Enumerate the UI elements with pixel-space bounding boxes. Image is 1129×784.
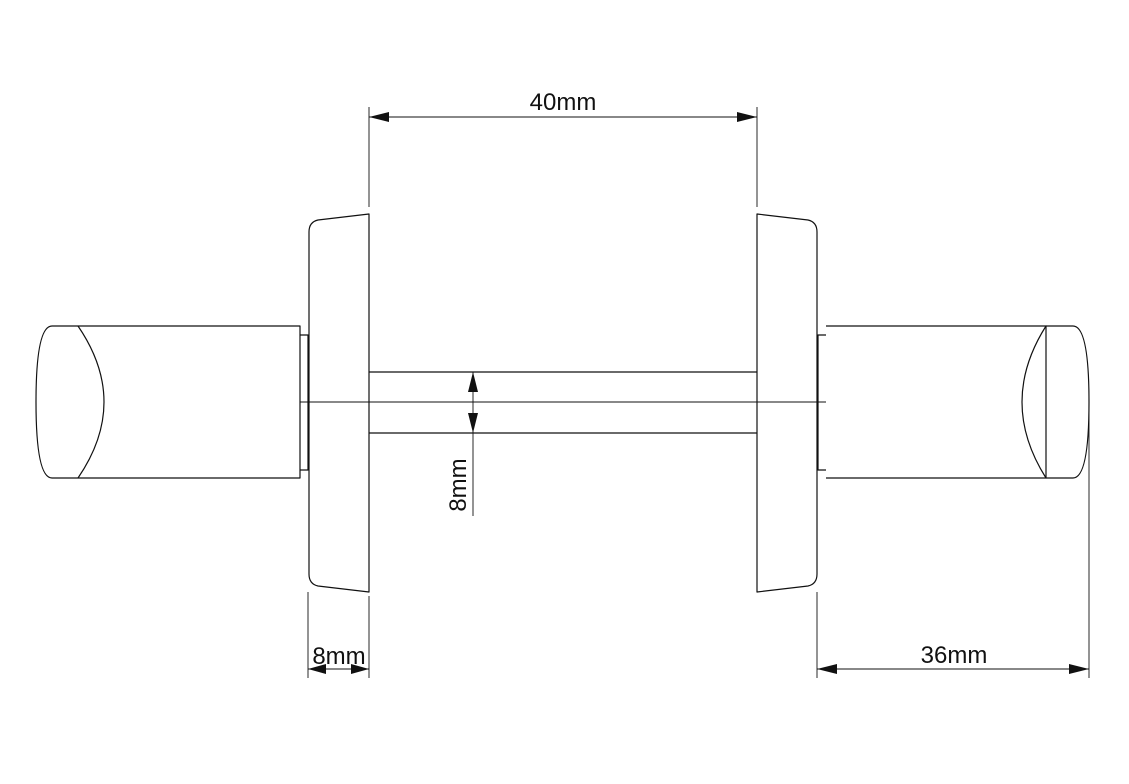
dimension-label-rod-diameter: 8mm <box>445 458 472 511</box>
arrowhead-right <box>737 112 757 122</box>
arrowhead-left <box>369 112 389 122</box>
dimension-label-rose-thickness: 8mm <box>312 643 365 670</box>
dimension-label-handle-length: 36mm <box>921 642 988 669</box>
dimension-rose-thickness: 8mm <box>307 592 370 678</box>
dimension-rod-length: 40mm <box>368 89 758 207</box>
right-rose <box>756 213 818 593</box>
dimension-label-rod-length: 40mm <box>530 89 597 116</box>
spindle-rod <box>300 371 826 434</box>
right-handle <box>817 325 1090 479</box>
arrowhead-left <box>308 664 326 674</box>
arrowhead-top <box>468 372 478 392</box>
arrowhead-left <box>817 664 837 674</box>
arrowhead-right <box>1069 664 1089 674</box>
left-rose <box>308 213 370 593</box>
left-handle <box>35 325 309 479</box>
arrowhead-right <box>351 664 369 674</box>
dimension-rod-diameter: 8mm <box>445 372 478 516</box>
dimension-handle-length: 36mm <box>816 406 1090 678</box>
arrowhead-bottom <box>468 413 478 433</box>
